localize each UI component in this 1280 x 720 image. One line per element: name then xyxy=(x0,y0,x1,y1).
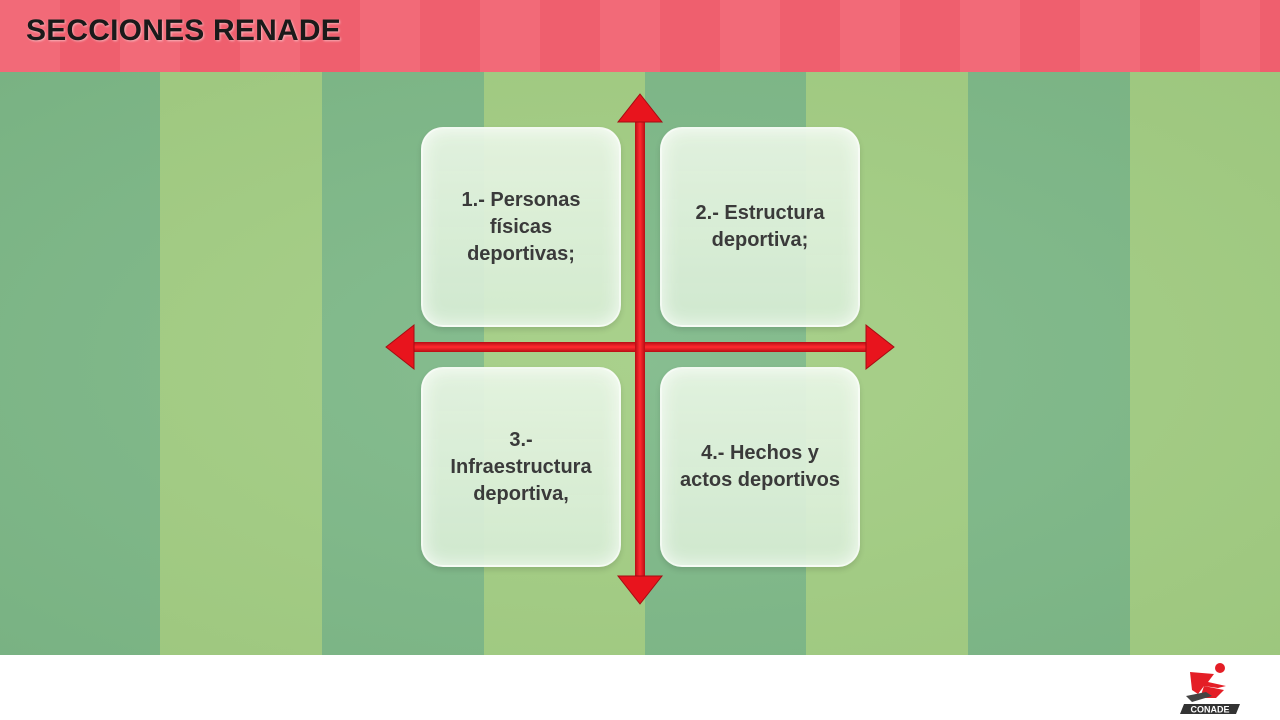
section-label-2: 2.- Estructura deportiva; xyxy=(695,202,825,251)
section-label-4: 4.- Hechos y actos deportivos xyxy=(679,442,841,491)
conade-logo: CONADE xyxy=(1180,663,1240,715)
section-box-4: 4.- Hechos y actos deportivos xyxy=(660,367,860,567)
section-box-2: 2.- Estructura deportiva; xyxy=(660,127,860,327)
section-label-1: 1.- Personas físicas deportivas; xyxy=(461,188,581,265)
section-box-1: 1.- Personas físicas deportivas; xyxy=(421,127,621,327)
slide-title: SECCIONES RENADE xyxy=(26,14,341,47)
footer-bar xyxy=(0,655,1280,720)
section-box-3: 3.- Infraestructura deportiva, xyxy=(421,367,621,567)
striped-field-background xyxy=(0,72,1280,655)
section-label-3: 3.- Infraestructura deportiva, xyxy=(450,428,592,505)
logo-text: CONADE xyxy=(1190,705,1229,715)
header-bar: SECCIONES RENADE xyxy=(0,0,1280,73)
